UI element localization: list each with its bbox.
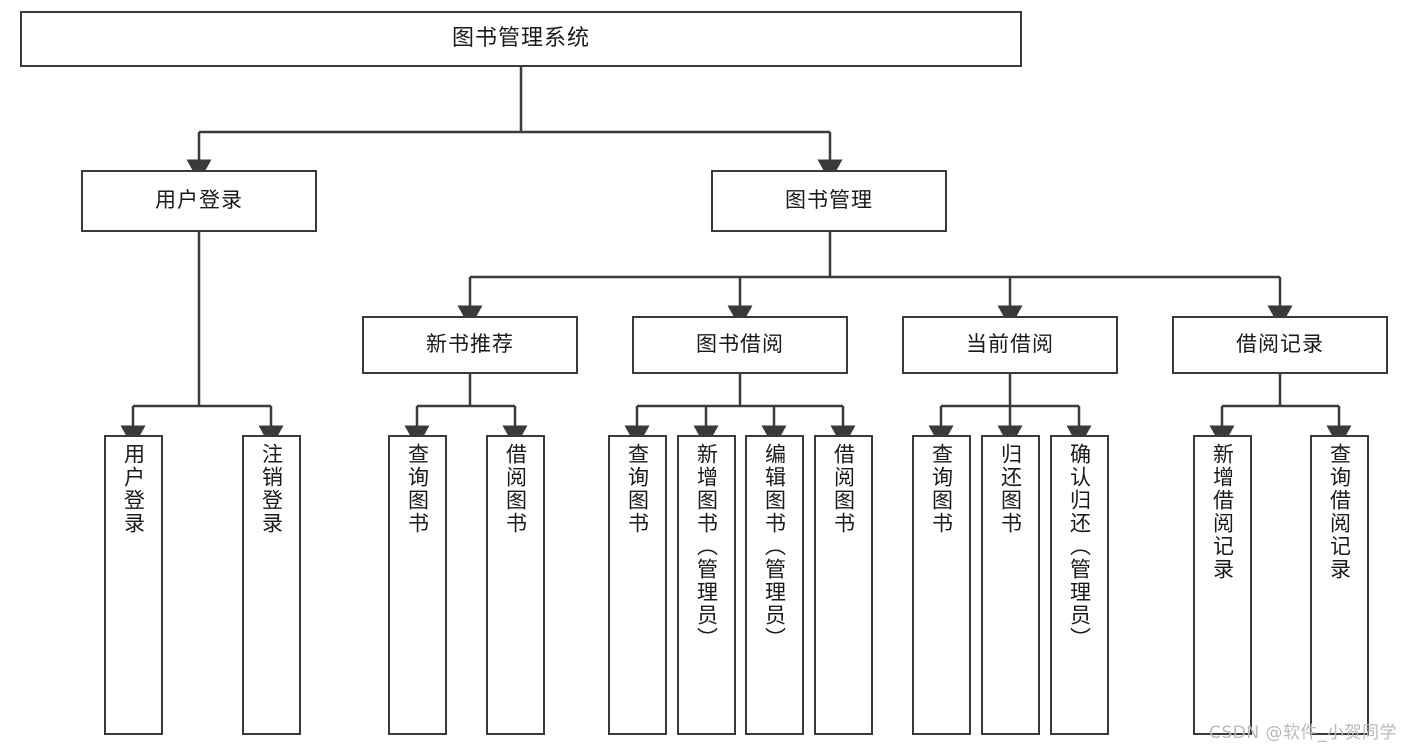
leaf-return-book[interactable]: 归还图书 [981,435,1040,735]
csdn-watermark: CSDN @软件_小贺同学 [1209,723,1397,743]
leaf-add-book-admin[interactable]: 新增图书（管理员） [677,435,736,735]
node-new-book-recommend[interactable]: 新书推荐 [362,316,578,374]
leaf-add-borrow-record[interactable]: 新增借阅记录 [1193,435,1252,735]
leaf-user-login[interactable]: 用户登录 [104,435,163,735]
leaf-label: 新增借阅记录 [1210,443,1235,581]
leaf-edit-book-admin[interactable]: 编辑图书（管理员） [745,435,804,735]
leaf-label: 确认归还（管理员） [1067,443,1092,650]
leaf-query-book-current[interactable]: 查询图书 [912,435,971,735]
leaf-borrow-book-recommend[interactable]: 借阅图书 [486,435,545,735]
leaf-label: 新增图书（管理员） [694,443,719,650]
leaf-borrow-book[interactable]: 借阅图书 [814,435,873,735]
leaf-label: 查询图书 [405,443,430,535]
leaf-label: 借阅图书 [831,443,856,535]
leaf-label: 注销登录 [259,443,284,535]
node-borrow-record[interactable]: 借阅记录 [1172,316,1388,374]
leaf-logout[interactable]: 注销登录 [242,435,301,735]
leaf-label: 借阅图书 [503,443,528,535]
node-root[interactable]: 图书管理系统 [20,11,1022,67]
leaf-label: 查询图书 [625,443,650,535]
leaf-label: 查询图书 [929,443,954,535]
leaf-query-borrow-record[interactable]: 查询借阅记录 [1310,435,1369,735]
leaf-label: 编辑图书（管理员） [762,443,787,650]
node-current-borrow[interactable]: 当前借阅 [902,316,1118,374]
leaf-label: 归还图书 [998,443,1023,535]
leaf-query-book-recommend[interactable]: 查询图书 [388,435,447,735]
leaf-query-book-borrow[interactable]: 查询图书 [608,435,667,735]
leaf-label: 查询借阅记录 [1327,443,1352,581]
node-book-management[interactable]: 图书管理 [711,170,947,232]
node-user-login[interactable]: 用户登录 [81,170,317,232]
leaf-label: 用户登录 [121,443,146,535]
leaf-confirm-return-admin[interactable]: 确认归还（管理员） [1050,435,1109,735]
node-book-borrow[interactable]: 图书借阅 [632,316,848,374]
